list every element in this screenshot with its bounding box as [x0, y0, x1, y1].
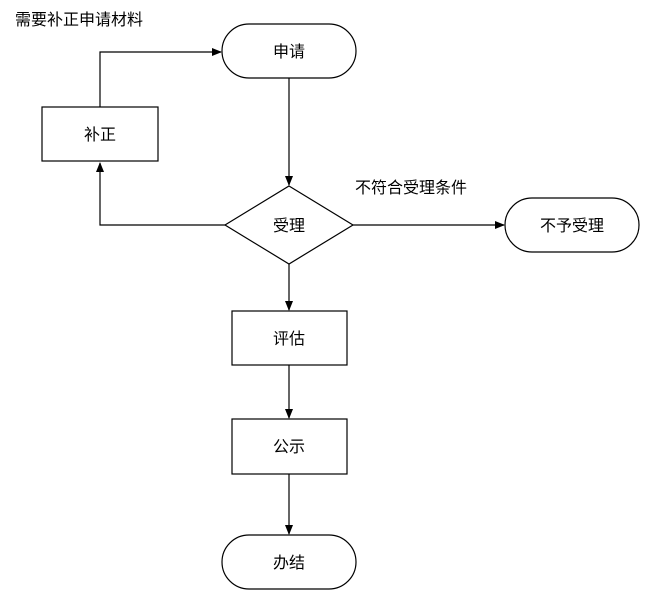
- edge-supplement-to-apply: [99, 48, 222, 107]
- edge-accept-to-supplement: [96, 162, 225, 226]
- node-apply-label: 申请: [273, 42, 305, 61]
- node-complete: 办结: [221, 534, 357, 590]
- label-need-supplement: 需要补正申请材料: [15, 10, 143, 29]
- node-publicize: 公示: [231, 418, 348, 475]
- node-accept-label: 受理: [273, 216, 305, 235]
- node-reject: 不予受理: [504, 197, 640, 253]
- node-accept: 受理: [223, 185, 355, 265]
- node-evaluate: 评估: [231, 310, 348, 366]
- node-supplement-label: 补正: [84, 125, 116, 144]
- label-not-qualified: 不符合受理条件: [355, 178, 467, 197]
- node-evaluate-label: 评估: [273, 329, 305, 348]
- node-supplement: 补正: [41, 106, 159, 162]
- node-complete-label: 办结: [273, 553, 305, 572]
- node-publicize-label: 公示: [273, 437, 305, 456]
- node-apply: 申请: [221, 23, 357, 79]
- node-reject-label: 不予受理: [540, 216, 604, 235]
